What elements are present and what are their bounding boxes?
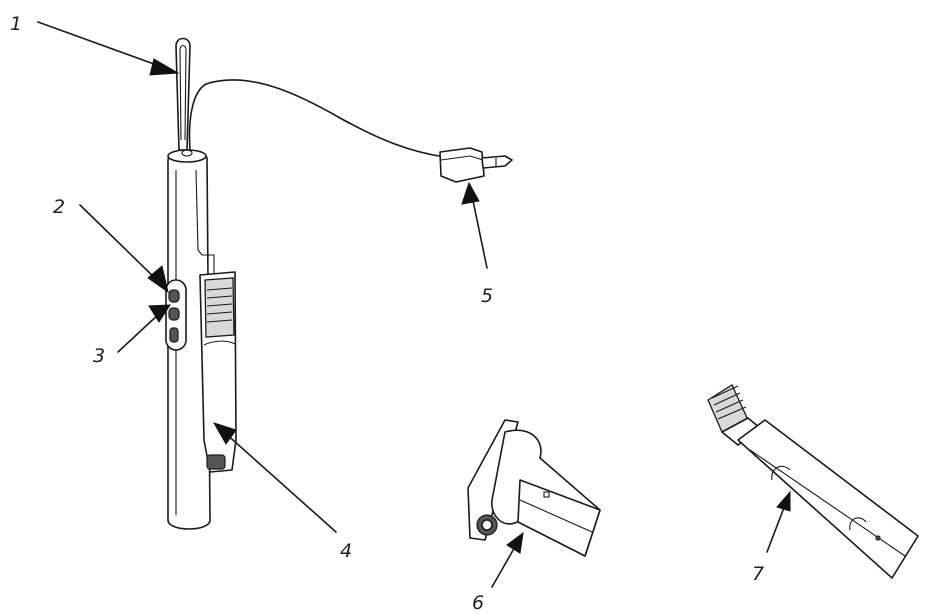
callout-label-6: 6 — [472, 592, 484, 614]
handle-device — [165, 37, 446, 530]
callout-label-1: 1 — [10, 13, 22, 35]
callout-label-3: 3 — [93, 345, 105, 367]
callout-label-5: 5 — [481, 285, 493, 307]
power-plug — [439, 147, 513, 183]
callout-label-2: 2 — [53, 196, 65, 218]
attachment-head — [467, 419, 601, 557]
callout-arrows — [37, 21, 791, 588]
brush-attachment — [707, 384, 919, 579]
callout-label-4: 4 — [340, 540, 352, 562]
callout-label-7: 7 — [752, 563, 764, 585]
charging-cable — [188, 79, 446, 158]
top-loop — [175, 37, 191, 151]
